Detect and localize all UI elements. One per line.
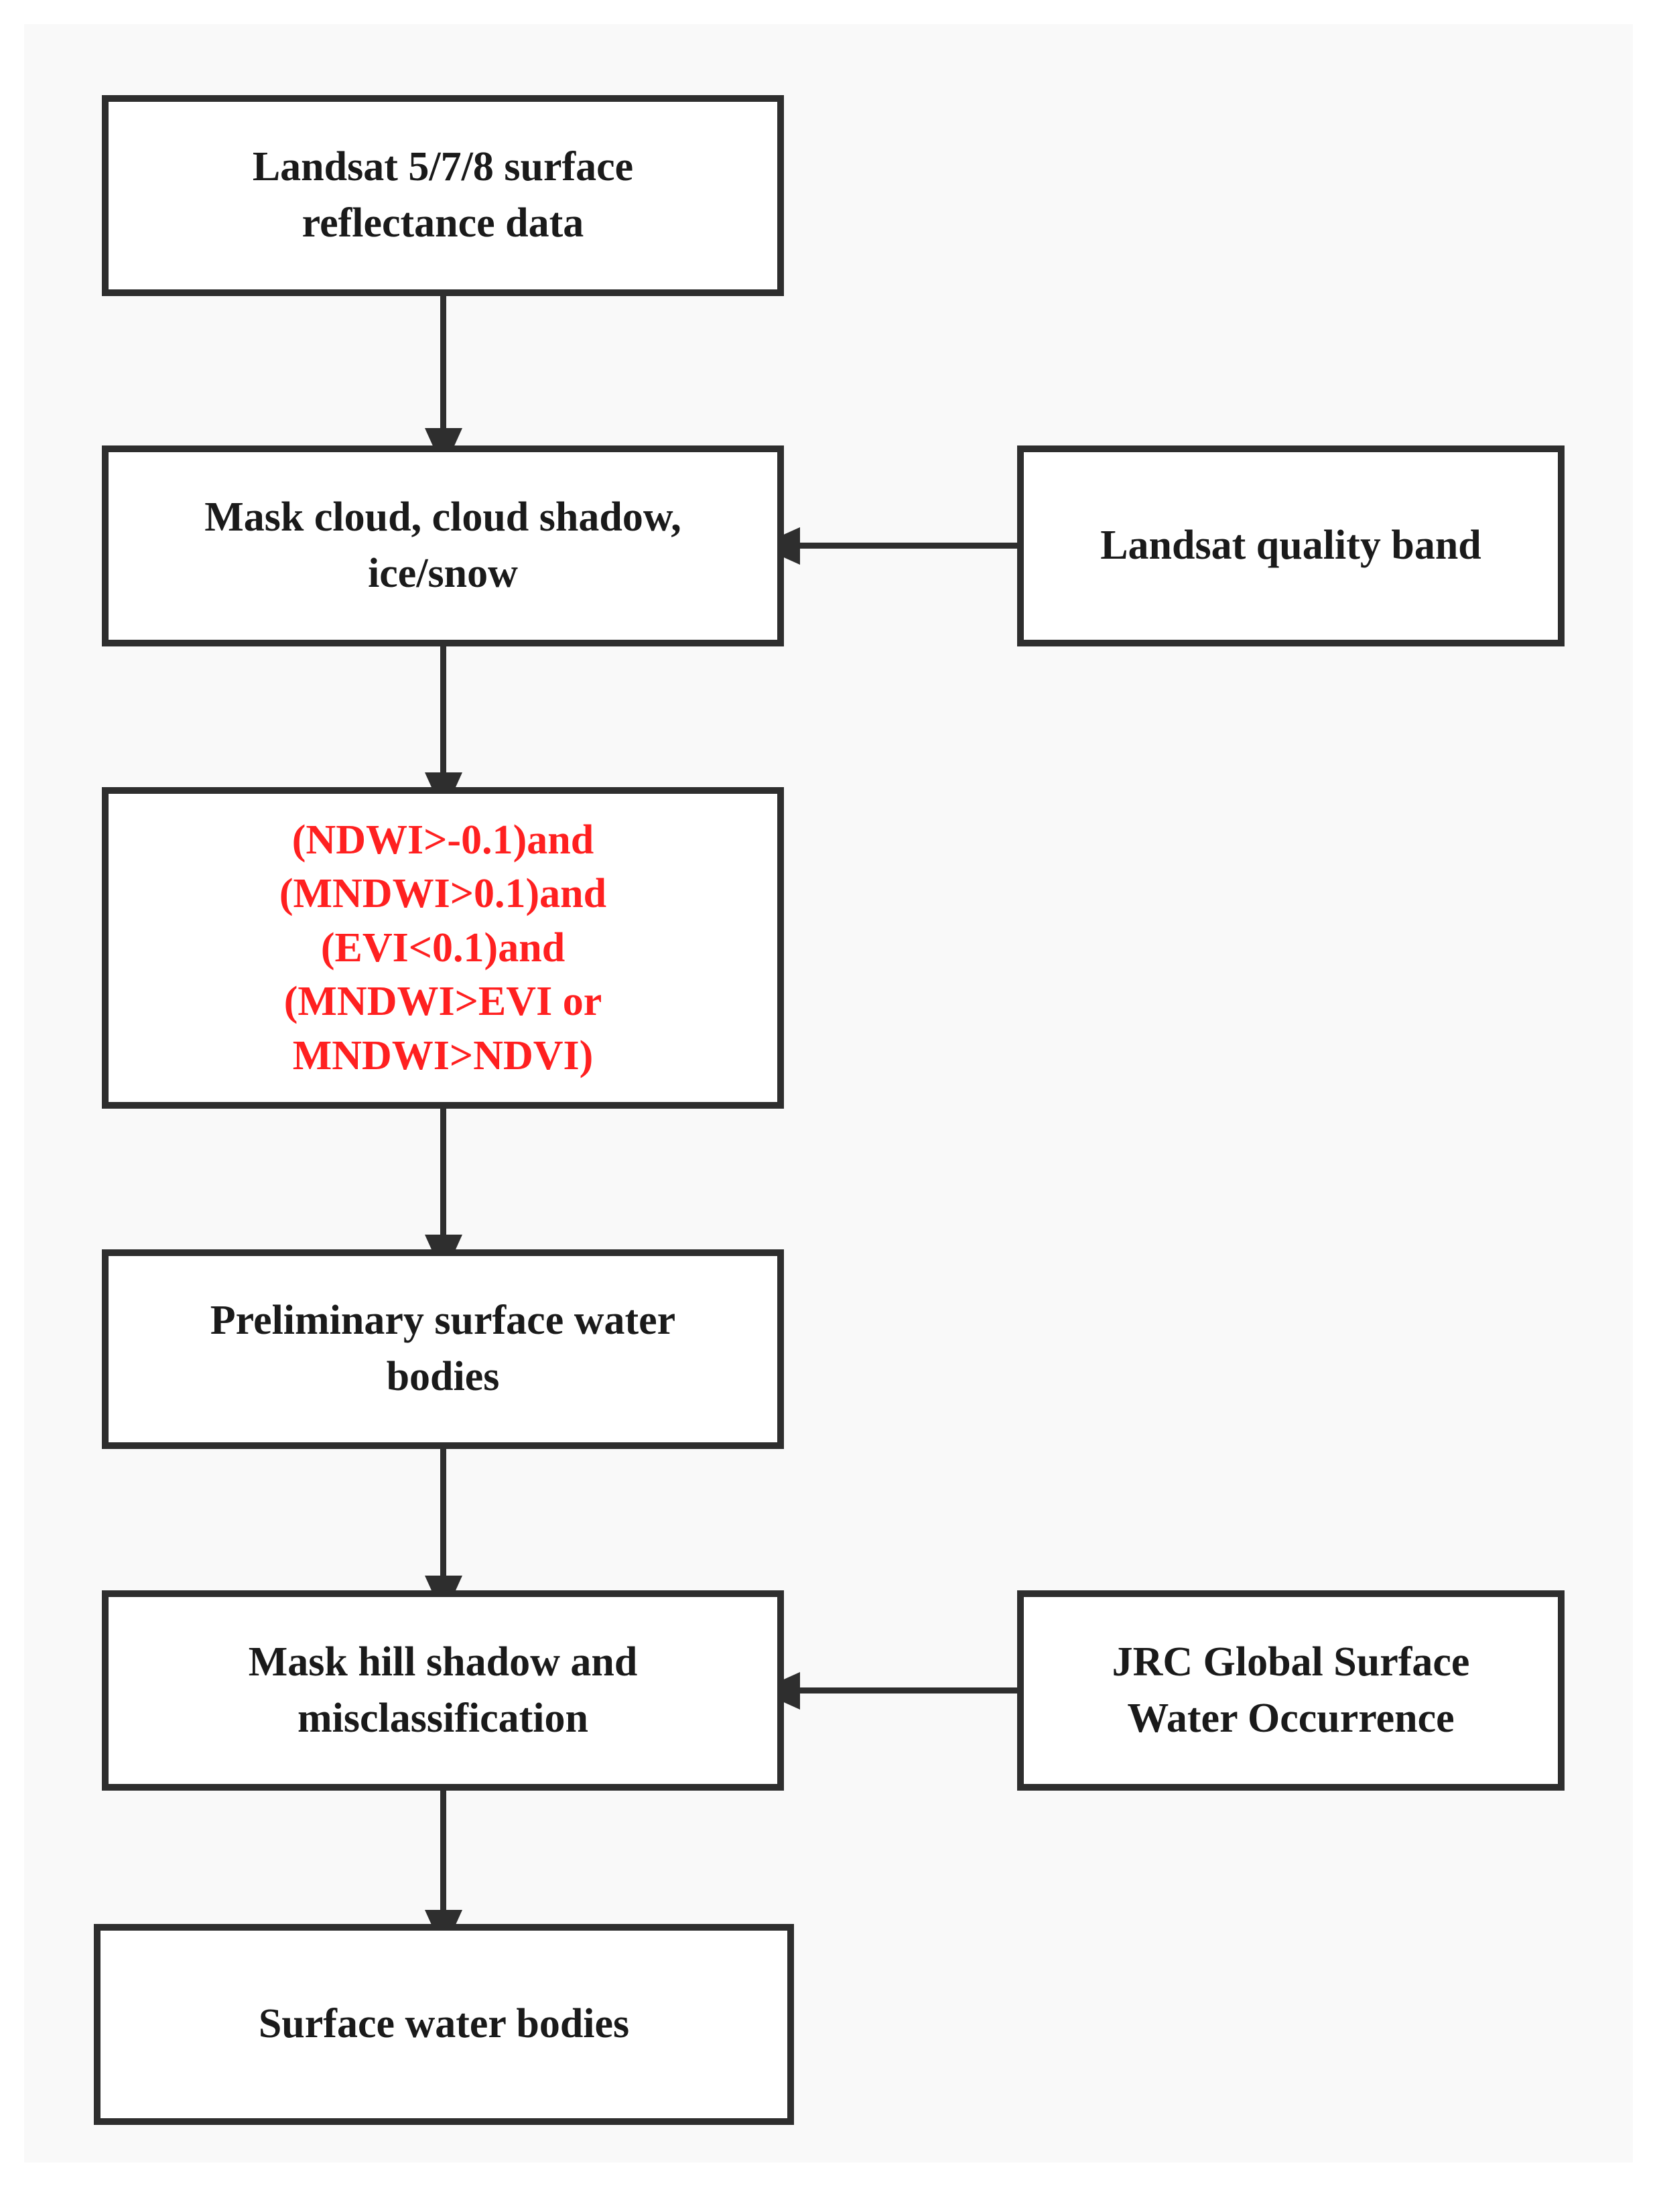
edge-stem [440, 1449, 446, 1576]
node-mask-hillshadow[interactable]: Mask hill shadow and misclassification [102, 1590, 784, 1791]
node-index-criteria-label: (NDWI>-0.1)and (MNDWI>0.1)and (EVI<0.1)a… [279, 817, 607, 1079]
node-landsat-input[interactable]: Landsat 5/7/8 surface reflectance data [102, 95, 784, 296]
node-quality-band[interactable]: Landsat quality band [1017, 445, 1565, 646]
node-mask-hillshadow-label: Mask hill shadow and misclassification [248, 1639, 638, 1741]
node-landsat-input-label: Landsat 5/7/8 surface reflectance data [252, 144, 634, 246]
edge-stem [440, 1791, 446, 1910]
node-prelim-water[interactable]: Preliminary surface water bodies [102, 1249, 784, 1449]
edge-jrc-occurrence-to-mask-hillshadow [758, 1671, 1044, 1710]
node-mask-cloud-label: Mask cloud, cloud shadow, ice/snow [204, 494, 681, 596]
node-surface-water[interactable]: Surface water bodies [94, 1924, 794, 2125]
edge-landsat-input-to-mask-cloud [424, 296, 462, 470]
node-quality-band-label: Landsat quality band [1100, 523, 1481, 569]
edge-stem [800, 1687, 1044, 1693]
node-index-criteria[interactable]: (NDWI>-0.1)and (MNDWI>0.1)and (EVI<0.1)a… [102, 787, 784, 1109]
node-surface-water-label: Surface water bodies [258, 2001, 630, 2047]
edge-stem [800, 543, 1044, 549]
node-mask-cloud[interactable]: Mask cloud, cloud shadow, ice/snow [102, 445, 784, 646]
edge-stem [440, 296, 446, 428]
node-prelim-water-label: Preliminary surface water bodies [210, 1298, 676, 1399]
node-jrc-occurrence-label: JRC Global Surface Water Occurrence [1112, 1639, 1470, 1741]
node-jrc-occurrence[interactable]: JRC Global Surface Water Occurrence [1017, 1590, 1565, 1791]
edge-quality-band-to-mask-cloud [758, 527, 1044, 565]
edge-stem [440, 1109, 446, 1235]
edge-stem [440, 646, 446, 772]
